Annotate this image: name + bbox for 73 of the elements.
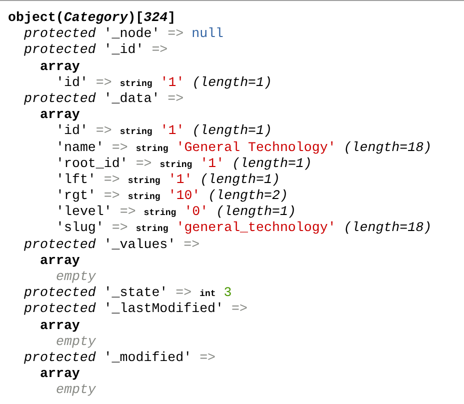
string-value: '10' — [168, 188, 200, 204]
visibility-keyword: protected — [24, 236, 96, 252]
arrow-operator: => — [112, 220, 128, 236]
visibility-keyword: protected — [24, 90, 96, 106]
visibility-keyword: protected — [24, 42, 96, 58]
type-name: string — [120, 78, 152, 89]
length-note: (length=1) — [216, 204, 296, 220]
property-key: 'root_id' — [56, 156, 128, 171]
type-name: int — [200, 289, 216, 300]
length-note: (length=1) — [192, 74, 272, 90]
string-value: '1' — [200, 156, 224, 171]
arrow-operator: => — [104, 172, 120, 187]
string-value: '1' — [160, 123, 184, 138]
empty-note: empty — [56, 334, 96, 349]
length-note: (length=18) — [344, 220, 432, 236]
property-key: 'name' — [56, 140, 104, 154]
empty-note: empty — [56, 382, 96, 398]
type-name: string — [136, 144, 168, 154]
length-note: (length=1) — [192, 123, 272, 138]
property-key: '_state' — [104, 285, 168, 300]
array-keyword: array — [40, 58, 80, 74]
arrow-operator: => — [176, 285, 192, 300]
property-key: 'id' — [56, 123, 88, 138]
string-value: '1' — [168, 172, 192, 187]
property-key: 'slug' — [56, 220, 104, 236]
arrow-operator: => — [232, 301, 248, 316]
property-key: '_node' — [104, 26, 160, 42]
arrow-operator: => — [184, 236, 200, 252]
array-keyword: array — [40, 366, 80, 382]
type-name: string — [136, 224, 168, 234]
visibility-keyword: protected — [24, 350, 96, 365]
property-key: 'level' — [56, 204, 112, 220]
visibility-keyword: protected — [24, 301, 96, 316]
property-key: '_id' — [104, 42, 144, 58]
arrow-operator: => — [152, 42, 168, 58]
length-note: (length=18) — [344, 140, 432, 154]
arrow-operator: => — [200, 350, 216, 365]
string-value: '0' — [184, 204, 208, 220]
property-key: '_data' — [104, 90, 160, 106]
empty-note: empty — [56, 269, 96, 284]
arrow-operator: => — [136, 156, 152, 171]
property-key: '_modified' — [104, 350, 192, 365]
string-value: 'general_technology' — [176, 220, 336, 236]
integer-value: 3 — [224, 285, 232, 300]
length-note: (length=2) — [208, 188, 288, 204]
arrow-operator: => — [112, 140, 128, 154]
arrow-operator: => — [96, 123, 112, 138]
array-keyword: array — [40, 318, 80, 333]
property-key: 'id' — [56, 74, 88, 90]
property-key: '_values' — [104, 236, 176, 252]
length-note: (length=1) — [232, 156, 312, 171]
length-note: (length=1) — [200, 172, 280, 187]
null-value: null — [192, 26, 224, 42]
type-name: string — [144, 208, 176, 218]
property-key: 'rgt' — [56, 188, 96, 204]
arrow-operator: => — [96, 74, 112, 90]
visibility-keyword: protected — [24, 285, 96, 300]
property-key: '_lastModified' — [104, 301, 224, 316]
object-header: object(Category)[324] — [8, 10, 176, 25]
visibility-keyword: protected — [24, 26, 96, 42]
type-name: string — [120, 127, 152, 138]
type-name: string — [128, 176, 160, 186]
string-value: 'General Technology' — [176, 140, 336, 154]
arrow-operator: => — [168, 90, 184, 106]
string-value: '1' — [160, 74, 184, 90]
type-name: string — [160, 160, 192, 170]
property-key: 'lft' — [56, 172, 96, 187]
arrow-operator: => — [120, 204, 136, 220]
arrow-operator: => — [104, 188, 120, 204]
array-keyword: array — [40, 252, 80, 268]
array-keyword: array — [40, 107, 80, 122]
type-name: string — [128, 192, 160, 202]
arrow-operator: => — [168, 26, 184, 42]
